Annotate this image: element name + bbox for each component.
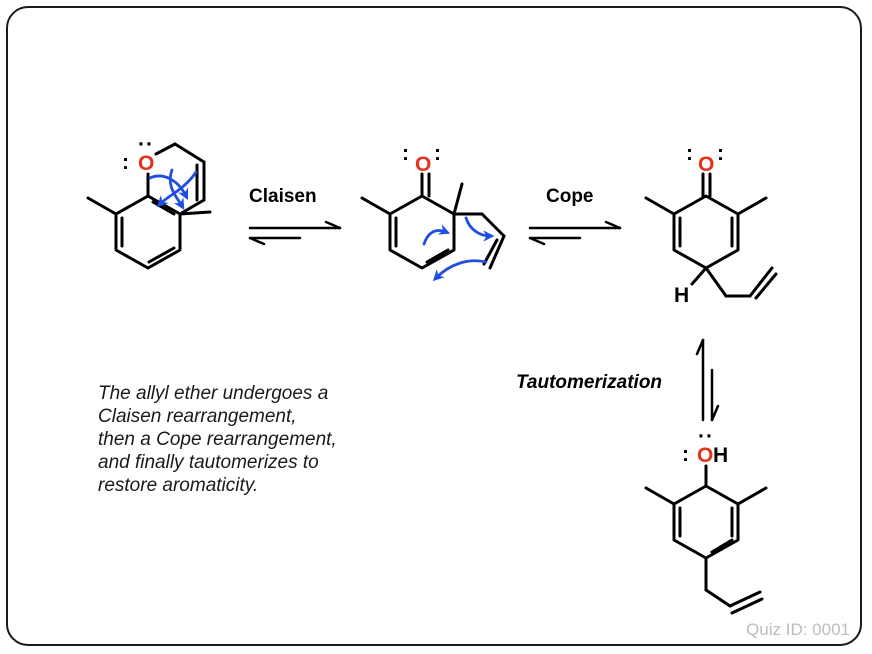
quiz-id: Quiz ID: 0001 [746,620,850,639]
molecule-allyl-aryl-ether [86,142,212,270]
label-tautomerization: Tautomerization [516,372,663,393]
lone-pair-3-left: : [686,142,693,165]
oxygen-atom-3: O [698,153,714,176]
caption-line: and finally tautomerizes to [98,452,319,473]
hydrogen-atom-4: H [713,444,728,467]
equilibrium-arrow-claisen [248,220,342,246]
lone-pair-3-right: : [717,142,724,165]
label-claisen: Claisen [249,186,317,207]
oxygen-atom-1: O [138,152,154,175]
label-cope: Cope [546,186,594,207]
molecule-phenol-product [644,464,768,615]
caption-line: then a Cope rearrangement, [98,429,337,450]
lone-pair-1: : [122,151,129,174]
caption-line: restore aromaticity. [98,475,259,496]
equilibrium-arrow-cope [528,220,622,246]
curved-arrows-cope [422,216,495,282]
curved-arrows-claisen [148,168,198,210]
lone-pair-1-top: ·· [138,133,154,156]
lone-pair-4-left: : [682,443,689,466]
caption-text: The allyl ether undergoes a Claisen rear… [98,382,337,497]
diagram-frame [6,6,862,646]
hydrogen-atom-3: H [674,284,689,307]
molecule-cyclohexadienone [644,172,778,300]
caption-line: The allyl ether undergoes a [98,383,329,404]
equilibrium-arrow-tautomerization [695,338,720,422]
oxygen-atom-4: O [697,444,713,467]
oxygen-atom-2: O [415,153,431,176]
lone-pair-2-left: : [402,142,409,165]
lone-pair-4-top: ·· [698,425,714,448]
lone-pair-2-right: : [434,142,441,165]
molecule-dienone-intermediate [360,172,506,270]
caption-line: Claisen rearrangement, [98,406,297,427]
